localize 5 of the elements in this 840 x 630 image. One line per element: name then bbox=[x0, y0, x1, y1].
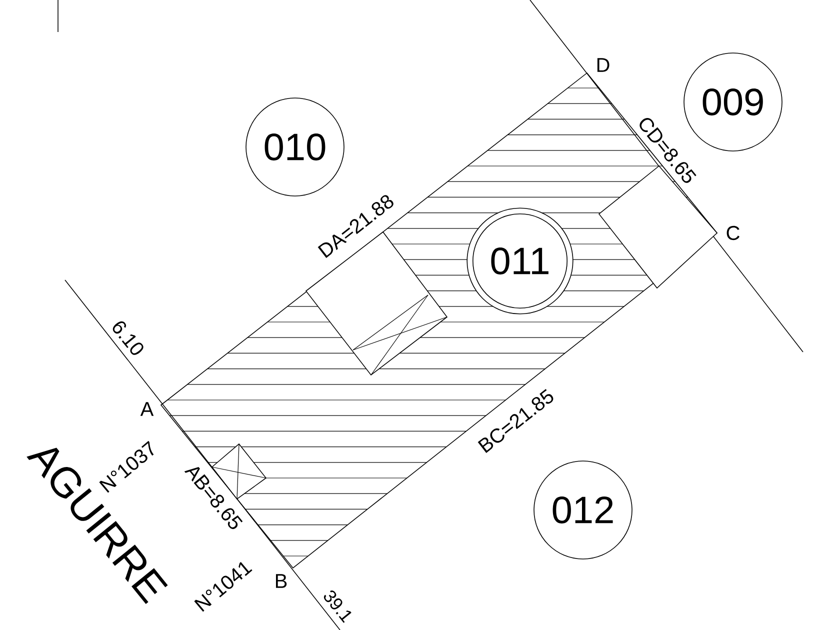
point-label: D bbox=[597, 58, 610, 72]
point-label: A bbox=[140, 402, 154, 416]
point-label: B bbox=[276, 574, 287, 588]
point-label: C bbox=[726, 226, 740, 240]
dimension-label: 6.10 bbox=[112, 321, 144, 355]
